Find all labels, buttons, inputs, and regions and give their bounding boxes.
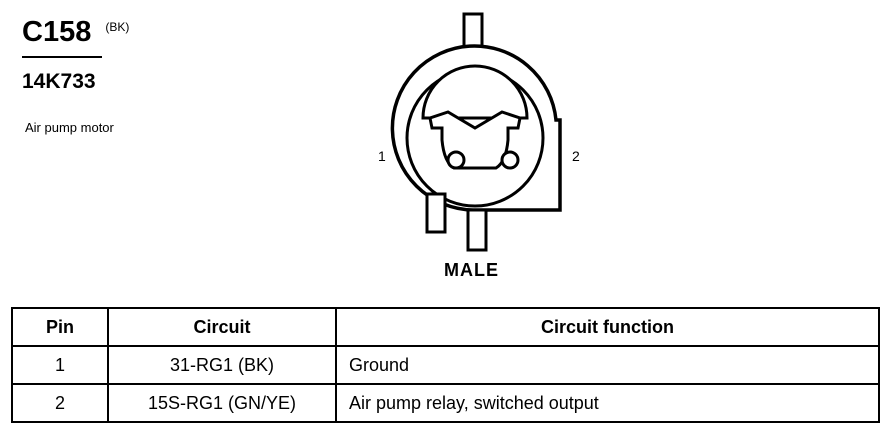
- header-circuit-function: Circuit function: [335, 307, 880, 347]
- row-pin: 2: [11, 383, 109, 423]
- connector-face-diagram: [390, 12, 562, 252]
- terminal-1: [446, 150, 466, 170]
- connector-header: C158 (BK): [22, 14, 222, 50]
- header-circuit: Circuit: [107, 307, 337, 347]
- row-function: Ground: [335, 345, 880, 385]
- connector-id: C158: [22, 16, 92, 48]
- table-row: 2 15S-RG1 (GN/YE) Air pump relay, switch…: [11, 383, 880, 423]
- bottom-lead-left: [425, 192, 447, 234]
- row-circuit: 15S-RG1 (GN/YE): [107, 383, 337, 423]
- table-header-row: Pin Circuit Circuit function: [11, 307, 880, 347]
- terminal-cavity: [421, 64, 529, 120]
- row-circuit: 31-RG1 (BK): [107, 345, 337, 385]
- terminal-2: [500, 150, 520, 170]
- row-pin: 1: [11, 345, 109, 385]
- table-row: 1 31-RG1 (BK) Ground: [11, 345, 880, 385]
- header-pin: Pin: [11, 307, 109, 347]
- connector-color-code: (BK): [105, 20, 130, 34]
- component-description: Air pump motor: [25, 120, 114, 135]
- bottom-lead-center: [466, 208, 488, 252]
- connector-gender: MALE: [444, 260, 499, 280]
- title-divider: [22, 56, 102, 58]
- row-function: Air pump relay, switched output: [335, 383, 880, 423]
- part-number: 14K733: [22, 70, 96, 93]
- pin-label-2: 2: [572, 148, 580, 164]
- pinout-table: Pin Circuit Circuit function 1 31-RG1 (B…: [11, 307, 880, 423]
- pin-label-1: 1: [378, 148, 386, 164]
